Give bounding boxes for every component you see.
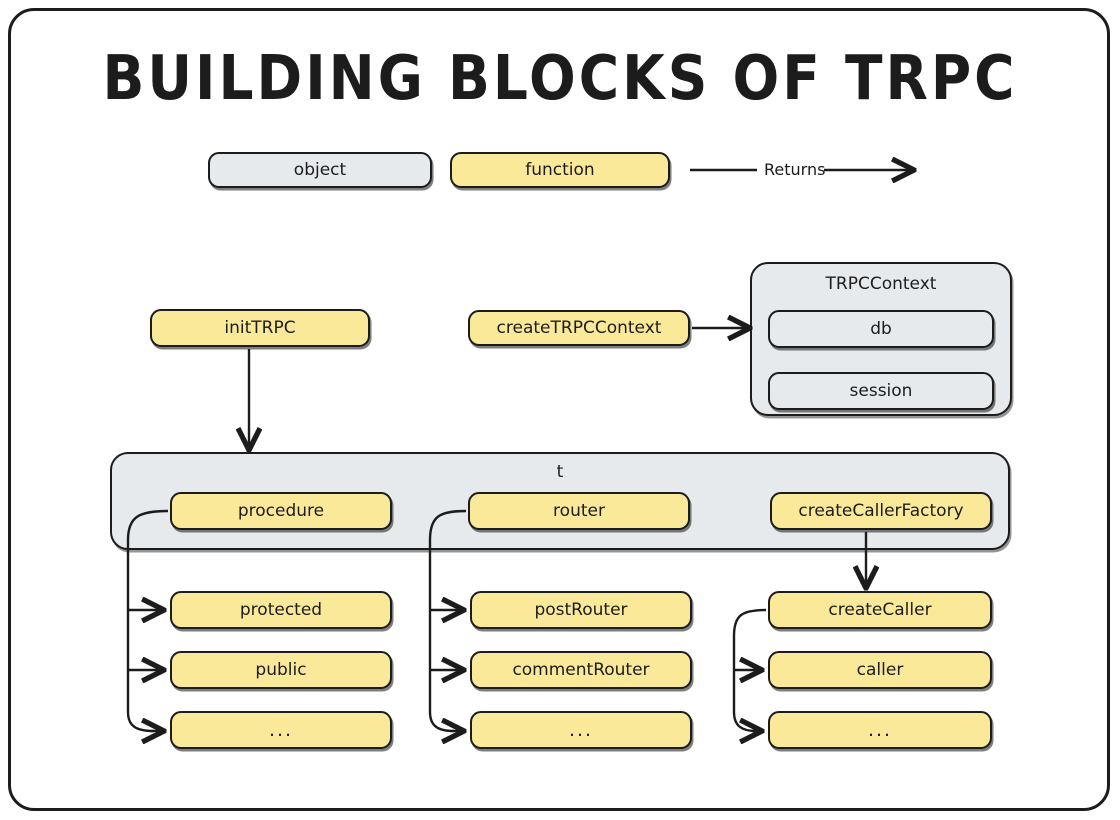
legend-function-box: function — [450, 152, 670, 188]
group-trpc-context-label: TRPCContext — [825, 274, 937, 294]
legend-returns-label: Returns — [760, 160, 830, 179]
edge-createcaller-children — [732, 608, 767, 731]
node-post-router: postRouter — [470, 591, 692, 629]
node-create-caller: createCaller — [768, 591, 992, 629]
node-session: session — [768, 372, 994, 410]
node-caller: caller — [768, 651, 992, 689]
node-init-trpc: initTRPC — [150, 309, 370, 347]
page-title: BUILDING BLOCKS OF TRPC — [102, 42, 1018, 114]
node-db: db — [768, 310, 994, 348]
node-procedure: procedure — [170, 492, 392, 530]
legend-object-box: object — [208, 152, 432, 188]
node-create-caller-factory: createCallerFactory — [770, 492, 992, 530]
node-create-trpc-context: createTRPCContext — [468, 310, 690, 346]
node-router-more: ... — [470, 711, 692, 749]
node-router: router — [468, 492, 690, 530]
node-procedure-more: ... — [170, 711, 392, 749]
node-caller-more: ... — [768, 711, 992, 749]
node-protected: protected — [170, 591, 392, 629]
group-t-label: t — [556, 462, 564, 482]
node-public: public — [170, 651, 392, 689]
node-comment-router: commentRouter — [470, 651, 692, 689]
